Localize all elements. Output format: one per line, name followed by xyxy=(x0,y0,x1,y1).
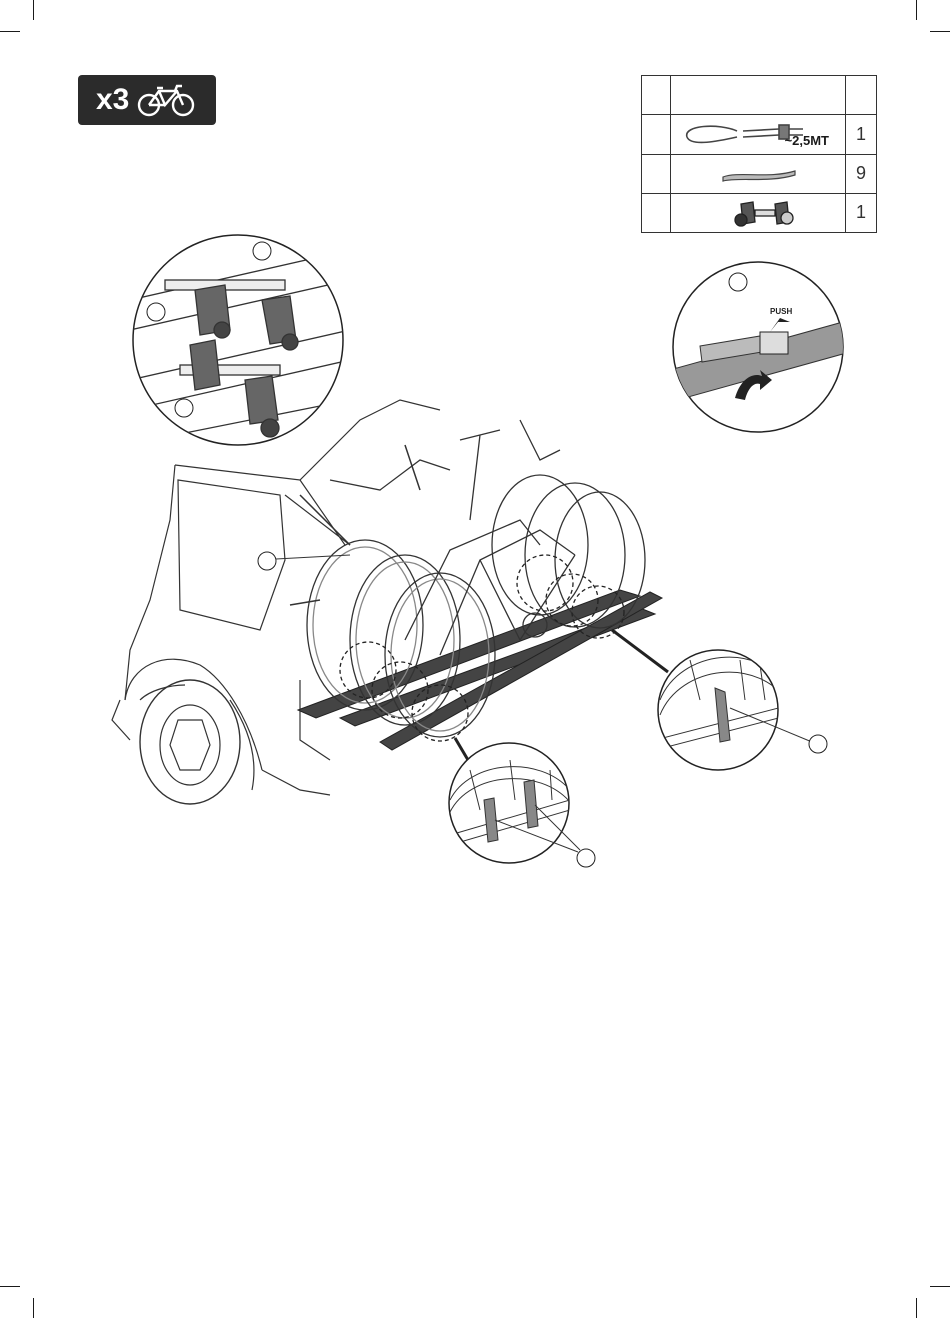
push-label: PUSH xyxy=(770,307,792,316)
clamp-detail-callout xyxy=(130,235,350,445)
wheel-strap-detail-bottom xyxy=(449,743,595,867)
rack-straps xyxy=(290,445,420,605)
wheel-strap-detail-right xyxy=(655,650,827,770)
buckle-detail-callout: PUSH xyxy=(670,262,850,432)
